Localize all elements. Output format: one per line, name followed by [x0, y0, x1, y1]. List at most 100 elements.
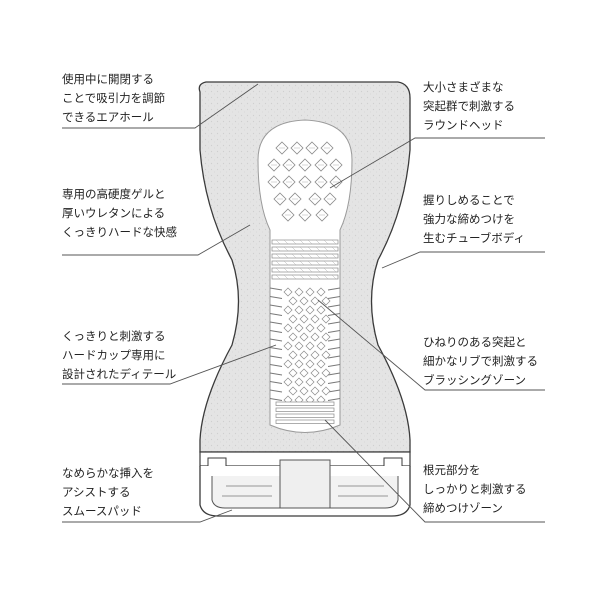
upper-rib-hatch	[307, 239, 313, 245]
brush-side-rib	[327, 364, 341, 367]
brush-nub	[299, 350, 309, 360]
callout-hard-cup-detail-line: くっきりと刺激する	[62, 329, 166, 343]
brush-nub	[310, 368, 320, 378]
callout-brushing-zone-line: ブラッシングゾーン	[423, 373, 527, 387]
callout-base-zone-line: 締めつけゾーン	[423, 501, 503, 515]
brush-side-rib	[327, 313, 341, 316]
brush-side-rib	[269, 372, 283, 376]
brush-nub	[316, 305, 326, 315]
brush-nub	[299, 314, 309, 324]
upper-rib-hatch	[283, 246, 289, 252]
upper-rib-hatch	[275, 239, 281, 245]
brush-nub	[299, 296, 309, 306]
brush-side-rib	[327, 330, 341, 333]
leader-air-hole	[62, 83, 259, 129]
upper-rib-hatch	[315, 246, 321, 252]
callout-round-head-line: ラウンドヘッド	[423, 118, 504, 132]
brush-nub	[321, 386, 331, 396]
callout-smooth-pad-line: アシストする	[62, 485, 131, 499]
upper-rib-hatch	[331, 239, 337, 245]
callout-gel-urethane-line: くっきりハードな快感	[62, 225, 177, 239]
upper-rib-hatch	[275, 253, 281, 259]
brush-nub	[316, 341, 326, 351]
brush-nub	[288, 350, 298, 360]
brush-side-rib	[269, 321, 283, 325]
upper-rib-hatch	[307, 267, 313, 273]
brush-side-rib	[269, 364, 283, 367]
brush-side-rib	[327, 338, 341, 342]
callout-round-head-line: 突起群で刺激する	[423, 99, 515, 113]
brush-side-rib	[327, 304, 341, 308]
upper-rib-hatch	[331, 274, 337, 280]
brush-side-rib	[327, 287, 341, 291]
brush-nub	[305, 323, 315, 333]
upper-rib-hatch	[299, 267, 305, 273]
upper-rib	[271, 260, 339, 266]
upper-rib-hatch	[283, 260, 289, 266]
brush-nub	[288, 368, 298, 378]
brush-side-rib	[269, 381, 283, 384]
upper-rib-hatch	[283, 274, 289, 280]
brush-side-rib	[269, 304, 283, 308]
callout-tube-body-line: 生むチューブボディ	[423, 231, 526, 245]
lower-rib	[275, 413, 335, 418]
upper-rib	[271, 253, 339, 259]
brush-nub	[321, 314, 331, 324]
callout-round-head-line: 大小さまざまな	[423, 80, 504, 94]
upper-rib-hatch	[283, 253, 289, 259]
brush-nub	[316, 287, 326, 297]
upper-rib-hatch	[323, 274, 329, 280]
callout-hard-cup-detail: くっきりと刺激する ハードカップ専用に 設計されたディテール	[62, 327, 176, 384]
leader-lines	[62, 83, 545, 523]
upper-rib-hatch	[315, 267, 321, 273]
brush-side-rib	[327, 347, 341, 350]
brush-nub	[283, 359, 293, 369]
upper-rib-hatch	[315, 260, 321, 266]
leader-smooth-pad	[62, 509, 233, 523]
brush-nub	[321, 368, 331, 378]
upper-rib	[271, 274, 339, 280]
brush-side-rib	[327, 381, 341, 384]
upper-rib-hatch	[299, 253, 305, 259]
brush-nub	[305, 341, 315, 351]
upper-rib-hatch	[275, 260, 281, 266]
brush-nub	[299, 386, 309, 396]
brush-side-rib	[269, 330, 283, 333]
upper-rib-hatch	[331, 260, 337, 266]
lower-ribs	[275, 401, 335, 424]
upper-rib-hatch	[323, 260, 329, 266]
upper-rib-hatch	[307, 253, 313, 259]
upper-rib-hatch	[323, 267, 329, 273]
brush-nub	[310, 350, 320, 360]
lower-rib	[275, 407, 335, 412]
upper-rib-hatch	[315, 239, 321, 245]
upper-rib-hatch	[315, 253, 321, 259]
callout-gel-urethane: 専用の高硬度ゲルと 厚いウレタンによる くっきりハードな快感	[62, 185, 177, 242]
brush-side-rib	[269, 287, 283, 291]
callout-tube-body-line: 握りしめることで	[423, 193, 515, 207]
brush-side-rib	[269, 347, 283, 350]
callout-brushing-zone-line: 細かなリブで刺激する	[423, 354, 538, 368]
brush-side-rib	[327, 372, 341, 376]
brush-nub	[294, 377, 304, 387]
callout-base-zone-line: しっかりと刺激する	[423, 482, 527, 496]
brush-nub	[310, 296, 320, 306]
lower-rib	[275, 419, 335, 424]
upper-rib-hatch	[275, 267, 281, 273]
upper-rib-hatch	[291, 246, 297, 252]
upper-rib-hatch	[299, 260, 305, 266]
upper-rib-hatch	[291, 267, 297, 273]
brush-nub	[305, 287, 315, 297]
brush-side-rib	[327, 355, 341, 359]
callout-smooth-pad-line: スムースパッド	[62, 504, 142, 518]
upper-rib-hatch	[299, 246, 305, 252]
brush-nub	[310, 314, 320, 324]
upper-rib-hatch	[275, 246, 281, 252]
callout-brushing-zone-line: ひねりのある突起と	[423, 335, 527, 349]
upper-ribs	[271, 239, 339, 280]
brush-nub	[288, 296, 298, 306]
upper-rib-hatch	[283, 267, 289, 273]
brush-side-rib	[269, 296, 283, 299]
brush-nub	[305, 377, 315, 387]
